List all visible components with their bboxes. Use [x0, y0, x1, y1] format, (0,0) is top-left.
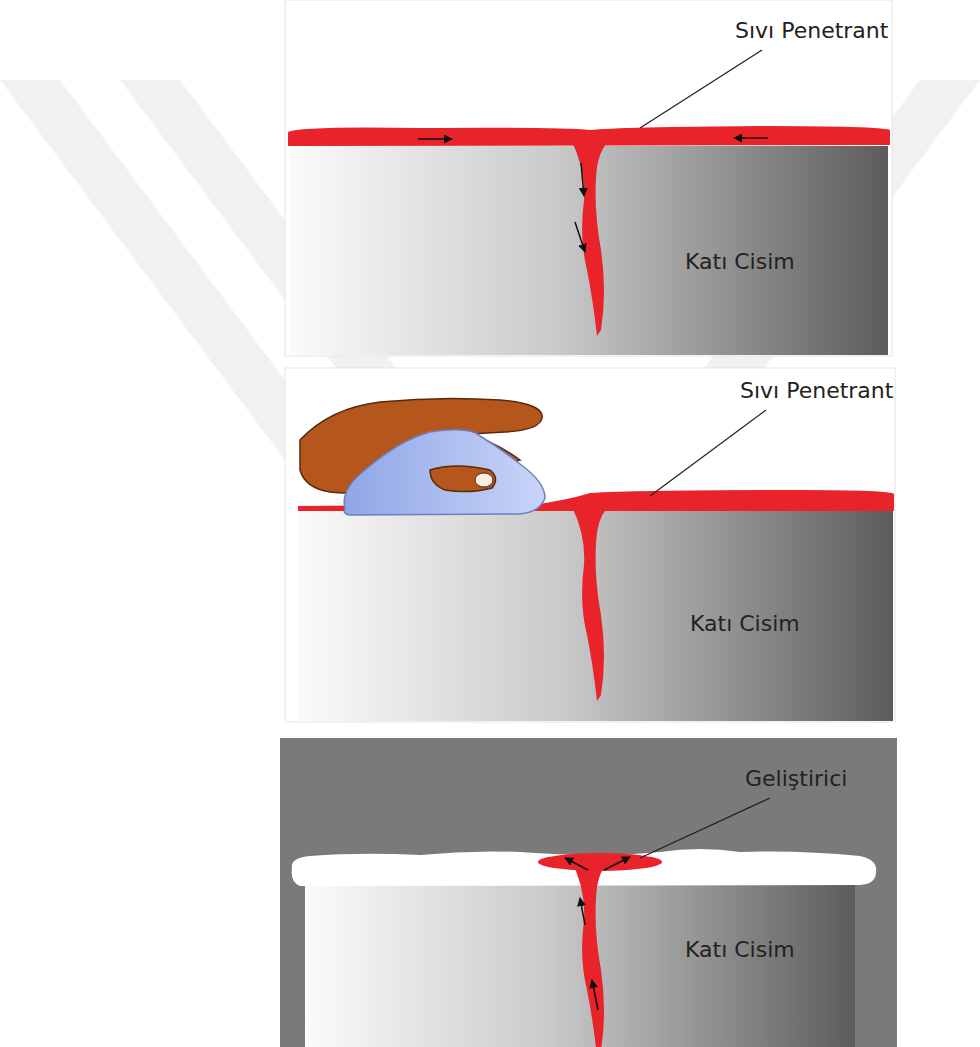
crack [570, 503, 612, 701]
flow-arrows [418, 138, 768, 252]
panel-3 [280, 738, 897, 1047]
panel-1 [285, 0, 892, 356]
leader-line [650, 410, 766, 496]
solid-body: Katı Cisim [298, 511, 893, 721]
solid-body: Katı Cisim [290, 146, 888, 355]
panel-2 [285, 368, 895, 722]
body-label: Katı Cisim [685, 937, 795, 962]
bleed-arrows [565, 857, 630, 1010]
crack [570, 858, 612, 1047]
body-label: Katı Cisim [685, 249, 795, 274]
indication [538, 853, 662, 871]
leader-line [640, 50, 762, 128]
crack [570, 138, 612, 336]
callout-label: Geliştirici [745, 766, 847, 791]
hand-with-cloth [300, 398, 545, 515]
developer-layer [292, 849, 877, 886]
callout-label: Sıvı Penetrant [735, 18, 888, 43]
body-label: Katı Cisim [690, 611, 800, 636]
penetrant-layer [288, 126, 890, 146]
watermark [0, 80, 980, 560]
penetrant-layer [298, 490, 894, 511]
solid-body: Katı Cisim [305, 866, 855, 1047]
callout-label: Sıvı Penetrant [740, 378, 893, 403]
leader-line [640, 798, 770, 858]
